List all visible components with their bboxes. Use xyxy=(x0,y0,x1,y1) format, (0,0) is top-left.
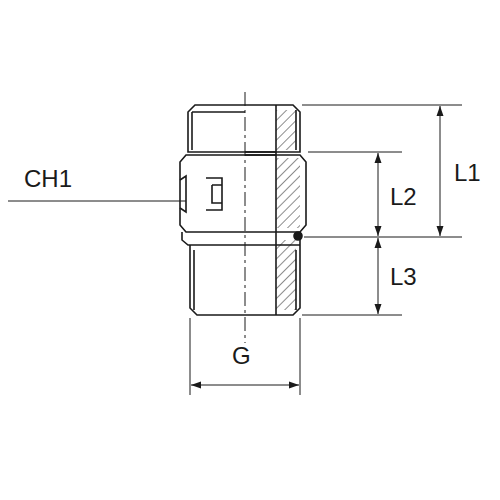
dimension-label: L1 xyxy=(452,160,483,186)
fitting-body xyxy=(180,105,306,315)
dimension-label: L3 xyxy=(388,264,419,290)
hex-size-label: CH1 xyxy=(22,166,74,192)
center-line xyxy=(245,92,246,348)
thread-label: G xyxy=(230,343,253,369)
dimension-lines xyxy=(8,105,462,395)
dimension-label: L2 xyxy=(388,184,419,210)
